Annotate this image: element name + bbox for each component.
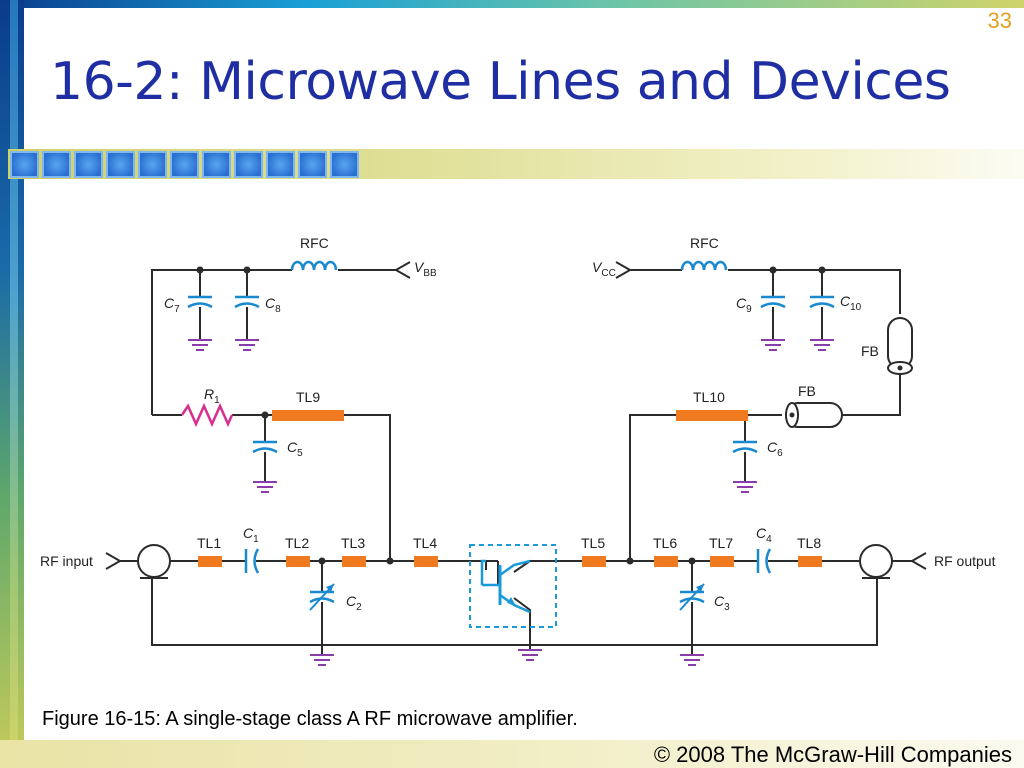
- label-r1: R1: [204, 386, 220, 406]
- ferrite-bead-side-icon: [887, 317, 913, 375]
- ground-icon: [679, 654, 705, 666]
- variable-capacitor-c2-icon: [308, 583, 336, 611]
- ground-icon: [760, 339, 786, 351]
- label-vbb: VBB: [414, 259, 437, 279]
- ferrite-bead-top-icon: [785, 402, 843, 428]
- capacitor-c7-icon: [186, 295, 214, 309]
- label-c1: C1: [243, 525, 259, 545]
- label-c6: C6: [767, 439, 783, 459]
- vcc-terminal-icon: [615, 261, 633, 279]
- label-c5: C5: [287, 439, 303, 459]
- copyright-notice: © 2008 The McGraw-Hill Companies: [653, 742, 1012, 767]
- label-c3: C3: [714, 593, 730, 613]
- ground-icon: [252, 481, 278, 493]
- ground-icon: [234, 339, 260, 351]
- rf-input-connector-icon: [105, 544, 171, 579]
- label-c7: C7: [164, 295, 180, 315]
- ground-icon: [732, 481, 758, 493]
- label-tl3: TL3: [341, 535, 365, 551]
- label-c2: C2: [346, 593, 362, 613]
- capacitor-c5-icon: [251, 440, 279, 454]
- label-tl4: TL4: [413, 535, 437, 551]
- rf-output-connector-icon: [859, 544, 927, 579]
- slide-number: 33: [987, 8, 1012, 33]
- title-decoration-blocks: [10, 151, 362, 178]
- capacitor-c9-icon: [759, 295, 787, 309]
- rfc-right-inductor-icon: [680, 260, 728, 271]
- label-tl9: TL9: [296, 389, 320, 405]
- label-tl8: TL8: [797, 535, 821, 551]
- ground-icon: [309, 654, 335, 666]
- label-tl2: TL2: [285, 535, 309, 551]
- figure-caption: Figure 16-15: A single-stage class A RF …: [42, 708, 578, 730]
- capacitor-c1-icon: [244, 548, 260, 574]
- circuit-wires: [120, 269, 912, 655]
- ground-icon: [187, 339, 213, 351]
- amplifier-circuit-diagram: RFC RFC VBB VCC C7 C8 C9 C10 R1 TL9 TL10…: [40, 235, 996, 666]
- bottom-accent-bar: [0, 740, 1024, 768]
- transistor-icon: [469, 544, 557, 628]
- label-rf-input: RF input: [40, 553, 93, 569]
- vbb-terminal-icon: [393, 261, 411, 279]
- label-fb-top: FB: [798, 383, 816, 399]
- slide-title: 16-2: Microwave Lines and Devices: [50, 52, 951, 112]
- capacitor-c6-icon: [731, 440, 759, 454]
- capacitor-c8-icon: [233, 295, 261, 309]
- transmission-line-sections: [198, 410, 822, 567]
- label-c8: C8: [265, 295, 281, 315]
- label-tl1: TL1: [197, 535, 221, 551]
- variable-capacitor-c3-icon: [678, 583, 706, 611]
- capacitor-c4-icon: [756, 548, 772, 574]
- label-rfc-left: RFC: [300, 235, 329, 251]
- label-rf-output: RF output: [934, 553, 996, 569]
- label-tl6: TL6: [653, 535, 677, 551]
- top-accent-bar: [0, 0, 1024, 8]
- ground-icon: [809, 339, 835, 351]
- left-accent-bar: [0, 0, 24, 768]
- label-c10: C10: [840, 293, 862, 313]
- label-c9: C9: [736, 295, 752, 315]
- ground-icon: [517, 649, 543, 661]
- label-tl5: TL5: [581, 535, 605, 551]
- rfc-left-inductor-icon: [290, 260, 338, 271]
- label-c4: C4: [756, 525, 772, 545]
- capacitor-c10-icon: [808, 295, 836, 309]
- resistor-r1-icon: [180, 402, 234, 428]
- label-fb-side: FB: [861, 343, 879, 359]
- label-tl10: TL10: [693, 389, 725, 405]
- label-vcc: VCC: [592, 259, 616, 279]
- label-tl7: TL7: [709, 535, 733, 551]
- label-rfc-right: RFC: [690, 235, 719, 251]
- junction-dots: [196, 266, 826, 565]
